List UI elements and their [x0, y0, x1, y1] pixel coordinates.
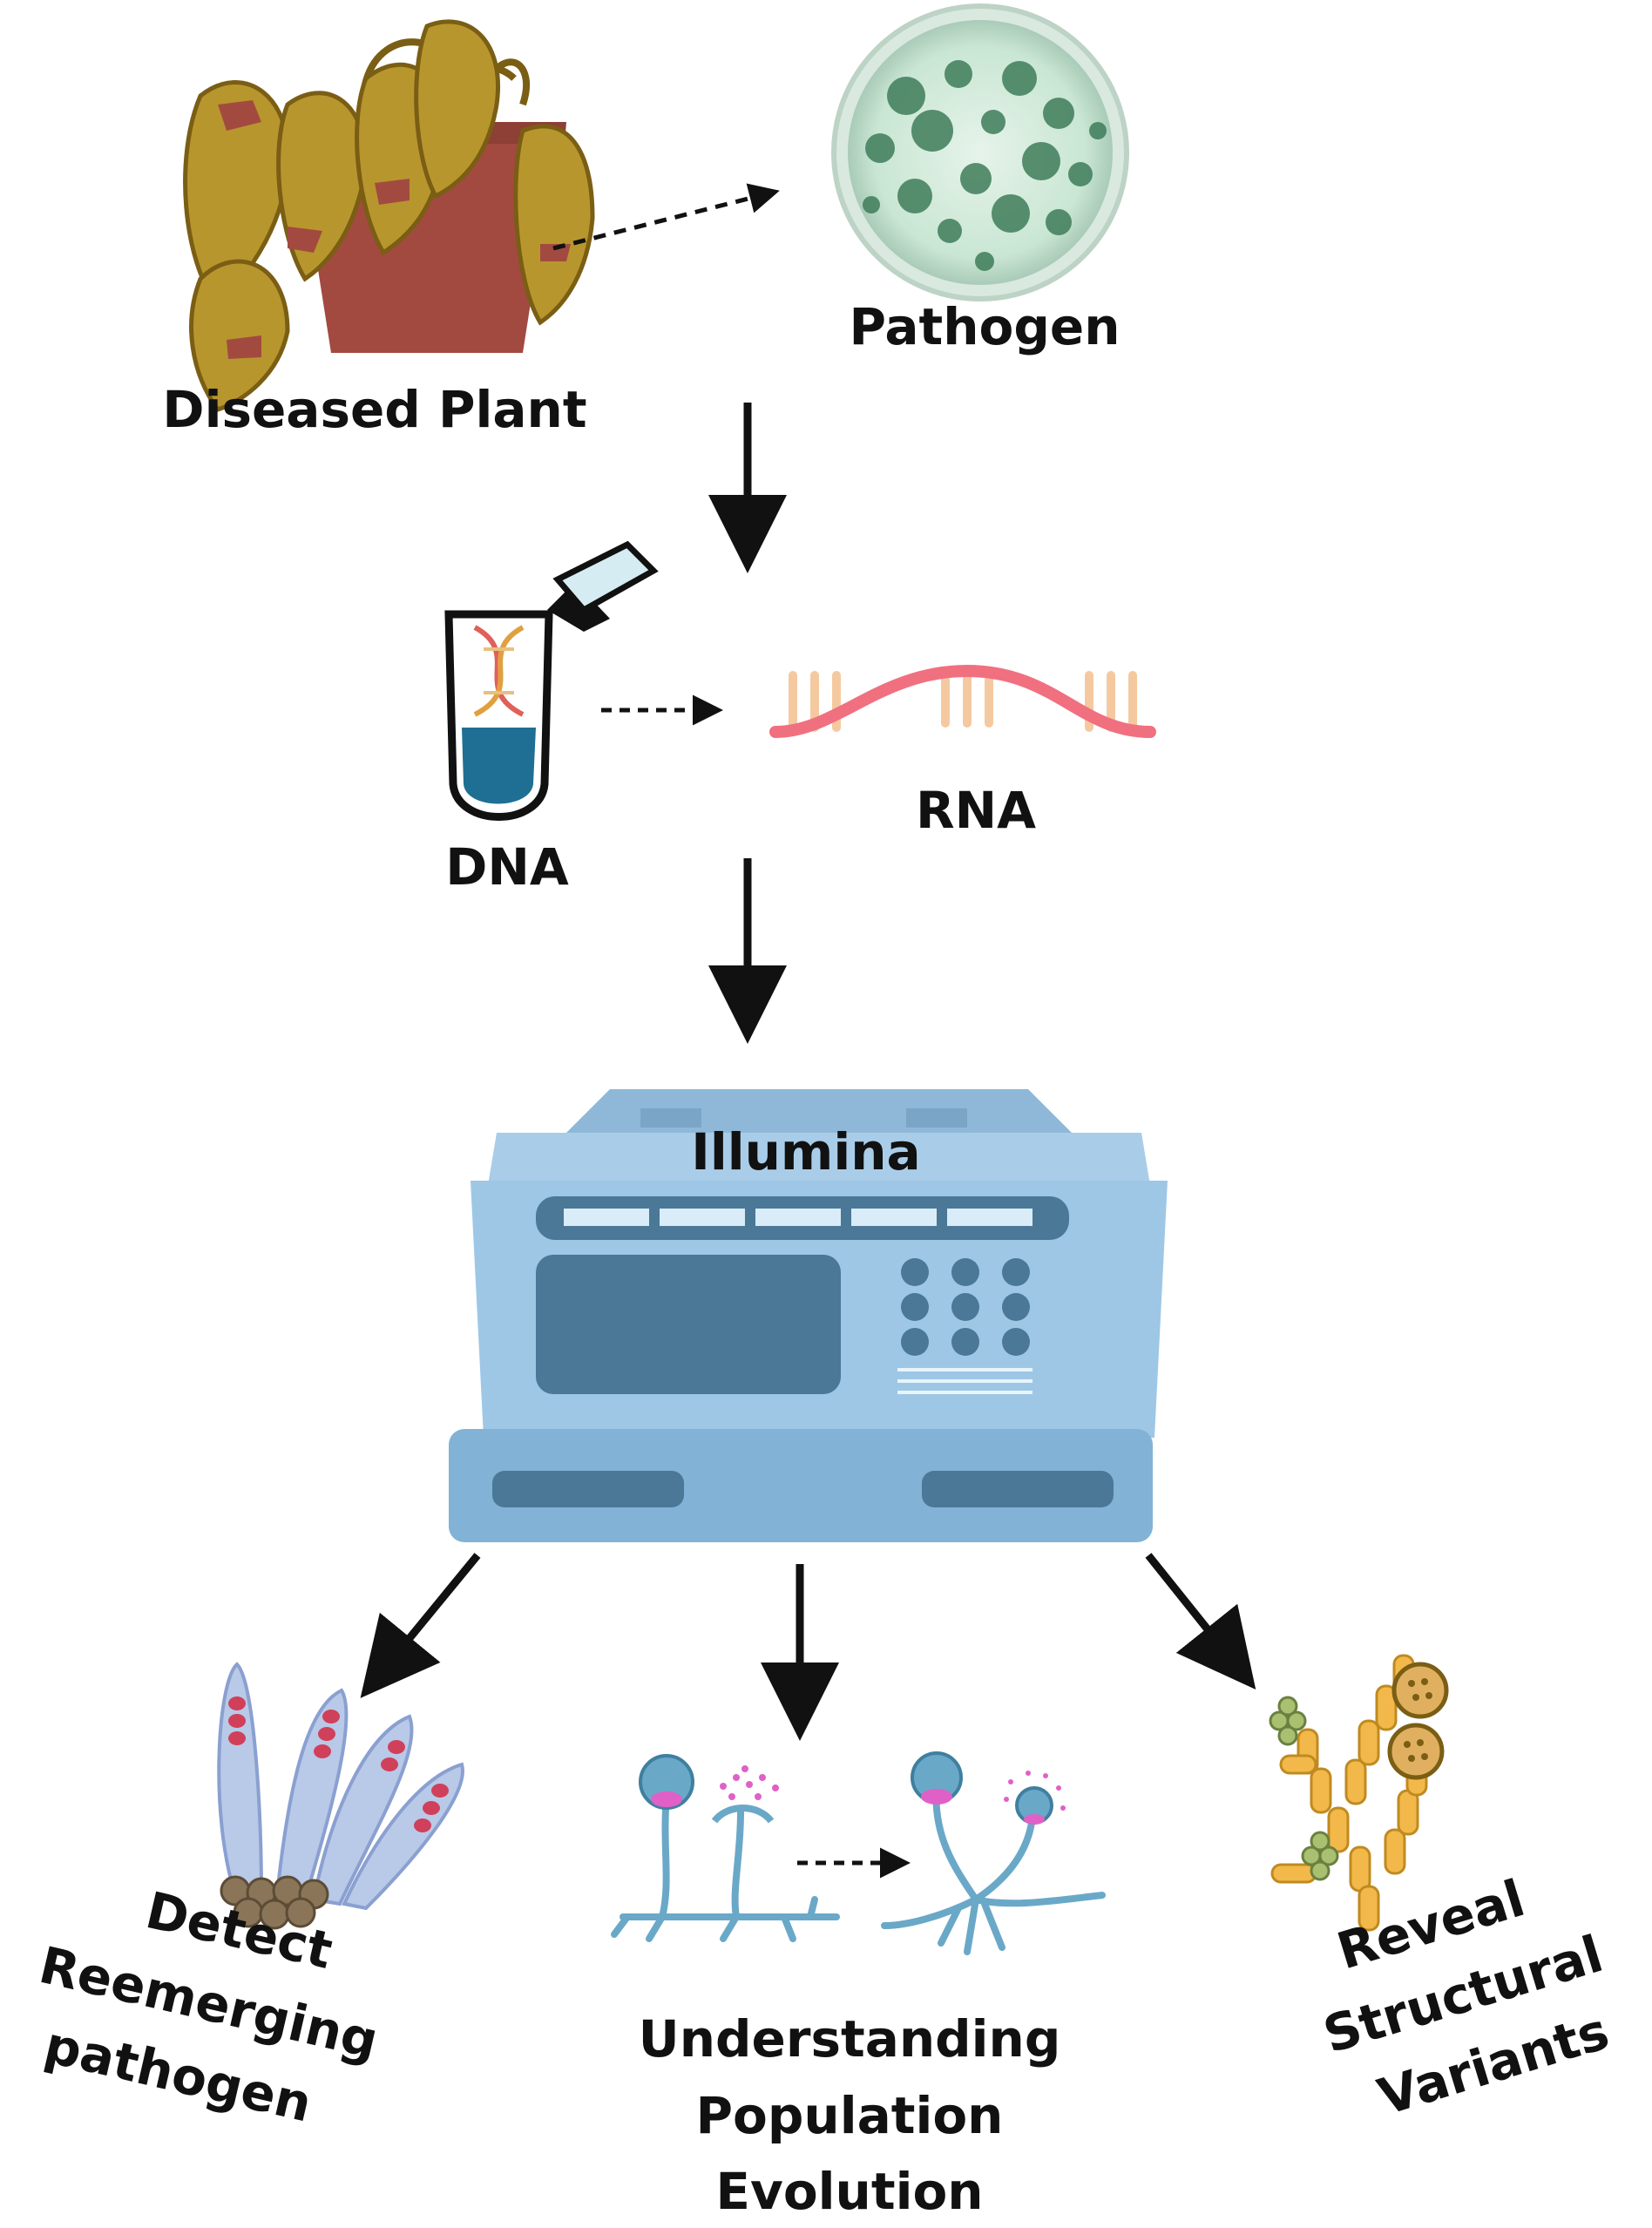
rna-strand-icon	[769, 664, 1156, 738]
label-dna: DNA	[445, 837, 569, 897]
outcome-center-line-2: Population	[696, 2086, 1004, 2145]
outcome-population-evolution: Understanding Population Evolution	[639, 2009, 1061, 2221]
sporangia-fungus-icon	[611, 1751, 1106, 1955]
asci-fungus-icon	[217, 1662, 464, 1930]
label-rna: RNA	[916, 781, 1036, 840]
petri-dish-icon	[831, 3, 1129, 301]
dna-tube-icon	[444, 540, 659, 821]
label-pathogen: Pathogen	[849, 297, 1120, 356]
label-illumina: Illumina	[691, 1122, 920, 1182]
label-diseased-plant: Diseased Plant	[162, 380, 586, 439]
arrow-to-variants	[1145, 1553, 1256, 1690]
outcome-detect-reemerging: Detect Reemerging pathogen	[34, 1880, 383, 2134]
sequencer-machine-icon	[449, 1089, 1168, 1542]
arrow-to-detect	[360, 1553, 481, 1698]
hyphae-spores-icon	[1269, 1654, 1449, 1932]
outcome-center-line-1: Understanding	[639, 2009, 1061, 2069]
wilted-potted-plant-icon	[183, 19, 595, 412]
outcome-structural-variants: Reveal Structural Variants	[1317, 1868, 1615, 2127]
outcome-center-line-3: Evolution	[715, 2162, 983, 2221]
dashed-arrow-plant-to-pathogen	[552, 183, 780, 251]
